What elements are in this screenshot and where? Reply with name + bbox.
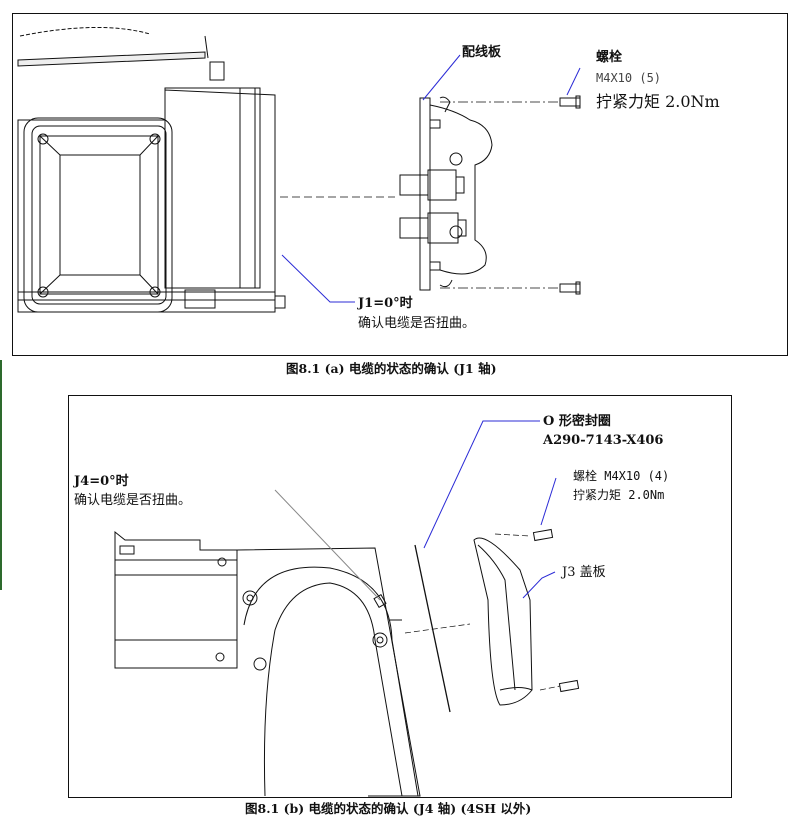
label-oring-title: O 形密封圈 bbox=[543, 414, 611, 429]
caption-figure-b: 图8.1 (b) 电缆的状态的确认 (J4 轴) (4SH 以外) bbox=[245, 801, 532, 816]
figure-b-frame bbox=[68, 395, 732, 798]
label-j1-zero: J1=0°时 bbox=[358, 296, 413, 311]
label-confirm-cable-b: 确认电缆是否扭曲。 bbox=[74, 493, 192, 508]
label-bolt-title-a: 螺栓 bbox=[596, 50, 623, 65]
label-oring-part: A290-7143-X406 bbox=[543, 433, 664, 448]
label-bolt-spec-b: 螺栓 M4X10 (4) bbox=[573, 469, 670, 483]
label-bolt-spec-a: M4X10 (5) bbox=[596, 71, 662, 85]
label-confirm-cable-a: 确认电缆是否扭曲。 bbox=[358, 316, 476, 331]
label-torque-a: 拧紧力矩 2.0Nm bbox=[596, 92, 720, 111]
label-torque-b: 拧紧力矩 2.0Nm bbox=[573, 488, 665, 502]
page-edge-accent bbox=[0, 360, 2, 590]
label-j4-zero: J4=0°时 bbox=[74, 474, 129, 489]
label-j3-cover: J3 盖板 bbox=[562, 565, 606, 580]
caption-figure-a: 图8.1 (a) 电缆的状态的确认 (J1 轴) bbox=[286, 361, 497, 376]
label-wiring-plate: 配线板 bbox=[462, 45, 502, 60]
